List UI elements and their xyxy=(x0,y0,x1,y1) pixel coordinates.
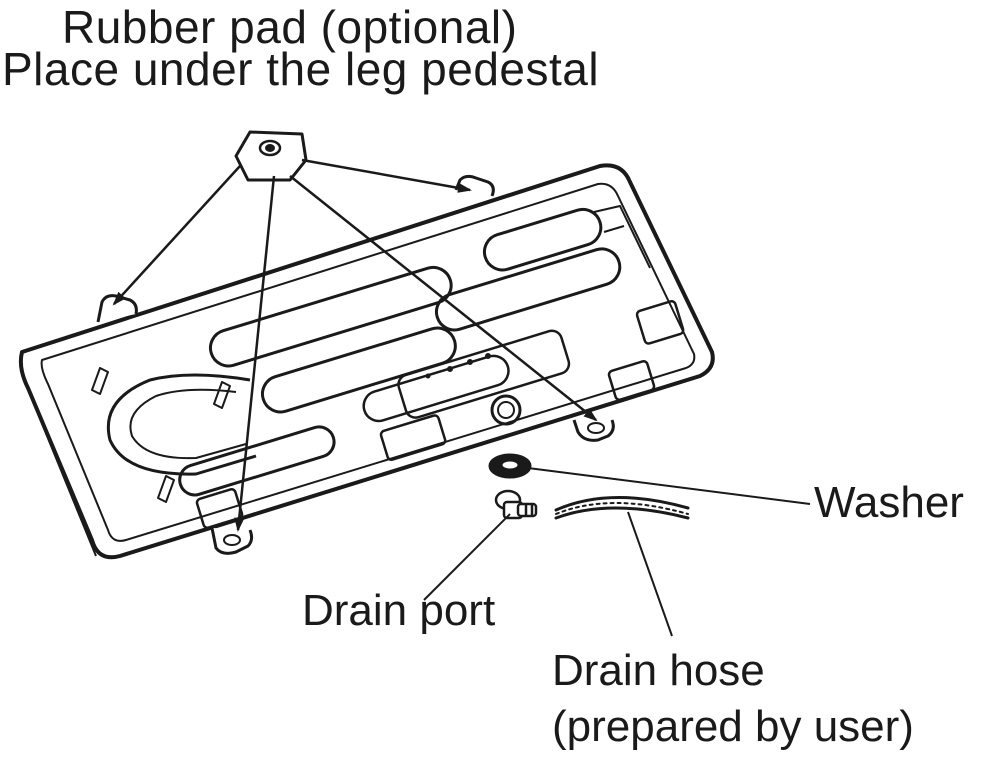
washer-icon xyxy=(488,453,532,479)
drain-hose-note: (prepared by user) xyxy=(552,702,914,751)
drain-port-icon xyxy=(494,489,538,520)
title-rubber-pad: Rubber pad (optional) xyxy=(62,1,518,53)
rubber-pad-icon xyxy=(234,130,308,182)
drain-port-label: Drain port xyxy=(302,586,496,635)
washer-label: Washer xyxy=(814,478,964,527)
rubber-pad-arrows xyxy=(112,158,598,532)
drain-hose-icon xyxy=(554,496,690,520)
leader-lines xyxy=(423,467,811,637)
title-placement-note: Place under the leg pedestal xyxy=(2,43,600,95)
drain-hose-label: Drain hose xyxy=(552,646,765,695)
